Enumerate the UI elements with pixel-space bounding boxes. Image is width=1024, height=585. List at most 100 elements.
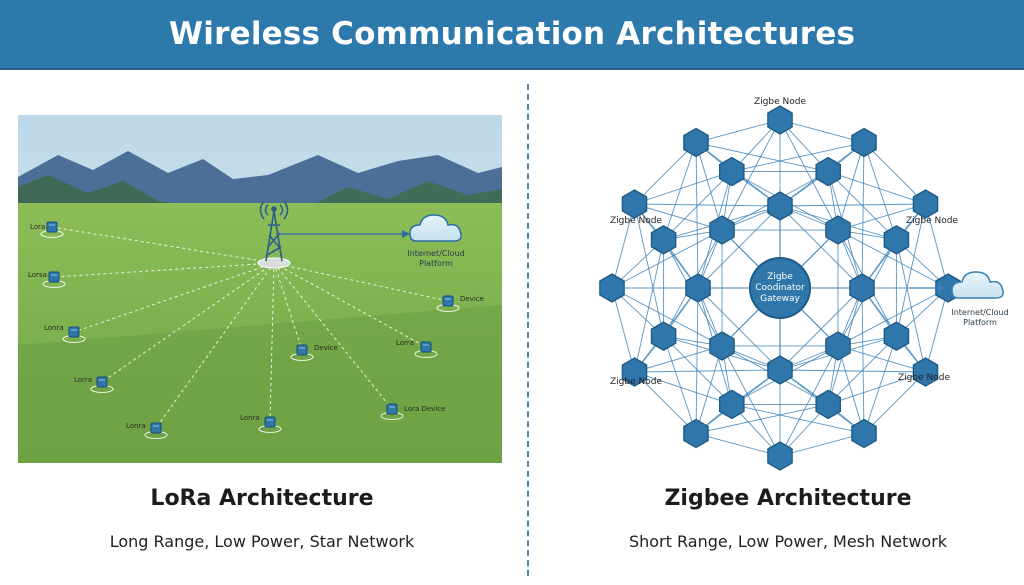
section-divider xyxy=(527,84,529,576)
mesh-link xyxy=(695,345,723,434)
zigbee-node xyxy=(883,321,910,352)
page-title: Wireless Communication Architectures xyxy=(168,16,856,52)
mesh-link xyxy=(611,287,723,347)
zigbee-node xyxy=(683,127,709,158)
zigbee-node xyxy=(815,389,841,420)
mesh-link xyxy=(779,345,839,457)
lora-cloud-label: Internet/Cloud xyxy=(407,249,464,258)
zigbee-node xyxy=(709,331,735,361)
lora-node-label: Lonra xyxy=(240,414,260,422)
lora-node: Lora Device xyxy=(380,403,445,420)
zigbee-node xyxy=(599,273,625,303)
star-link xyxy=(73,262,275,333)
mesh-link xyxy=(697,287,781,371)
mesh-link xyxy=(663,335,733,405)
star-link xyxy=(269,262,275,423)
zigbee-node xyxy=(719,156,745,187)
coordinator-label-2: Coodinator xyxy=(755,283,805,293)
mesh-link xyxy=(895,239,926,373)
zigbee-node xyxy=(767,355,793,385)
mesh-link xyxy=(731,403,865,434)
mesh-link xyxy=(863,336,897,434)
mesh-link xyxy=(721,119,781,231)
field-shade xyxy=(18,305,502,463)
mesh-link xyxy=(695,142,699,289)
zigbee-node xyxy=(767,191,793,221)
mesh-link xyxy=(695,142,723,231)
lora-node: Lonra xyxy=(126,422,168,439)
mesh-link xyxy=(695,403,829,434)
mesh-link xyxy=(925,287,949,373)
zig-label-top: Zigbe Node xyxy=(754,97,806,107)
mesh-link xyxy=(895,203,926,337)
mesh-link xyxy=(634,171,732,205)
mesh-link xyxy=(837,287,949,347)
star-link xyxy=(273,262,427,348)
zigbee-node xyxy=(815,156,841,187)
mesh-link xyxy=(634,239,665,373)
lora-node-label: Lonra xyxy=(44,324,64,332)
tower-base xyxy=(257,257,291,269)
mesh-link xyxy=(779,287,863,371)
lora-node-label: Device xyxy=(314,344,338,352)
mesh-link xyxy=(611,287,635,373)
lora-node: Lonra xyxy=(44,324,86,343)
mesh-link xyxy=(861,142,865,289)
zigbee-node xyxy=(825,331,851,361)
zigbee-node xyxy=(650,224,677,255)
lora-node-label: Device xyxy=(460,295,484,303)
mesh-link xyxy=(663,171,733,241)
zigbee-subtitle: Short Range, Low Power, Mesh Network xyxy=(628,532,948,551)
mesh-link xyxy=(634,203,781,207)
star-link xyxy=(51,226,275,264)
zigbee-node xyxy=(685,273,711,303)
mesh-link xyxy=(837,203,926,231)
lora-node-label: Lorra xyxy=(74,376,92,384)
mesh-link xyxy=(779,203,926,207)
mesh-link xyxy=(695,142,829,173)
mesh-link xyxy=(731,142,865,173)
mesh-link xyxy=(779,119,865,143)
mesh-link xyxy=(779,369,926,373)
cloud-arrow xyxy=(402,230,410,238)
mesh-link xyxy=(634,345,723,373)
zig-label-left-upper: Zigbe Node xyxy=(610,216,662,226)
zigbee-diagram: Zigbe Coodinator Gateway Internet/Cloud … xyxy=(599,97,1009,471)
mesh-link xyxy=(695,119,781,143)
mesh-link xyxy=(779,119,839,231)
mesh-link xyxy=(695,433,781,457)
mesh-link xyxy=(837,142,865,231)
coordinator-label-1: Zigbe xyxy=(767,272,793,282)
lora-node-label: Lora Device xyxy=(404,405,445,413)
coordinator-label-3: Gateway xyxy=(760,294,800,304)
lora-node-label: Lorra xyxy=(396,339,414,347)
lora-node: Lorra xyxy=(396,339,438,358)
mesh-link xyxy=(837,229,949,289)
zig-cloud-label: Internet/Cloud xyxy=(951,308,1008,317)
zigbee-node xyxy=(683,418,709,449)
zigbee-nodes xyxy=(599,105,961,471)
mesh-link xyxy=(697,205,781,289)
zigbee-node xyxy=(851,418,877,449)
mesh-link xyxy=(863,371,926,434)
mesh-link xyxy=(634,203,665,337)
zigbee-node xyxy=(912,357,939,387)
lora-node-label: Lorsa xyxy=(28,271,47,279)
mesh-link xyxy=(863,142,897,240)
lora-node: Lonra xyxy=(240,414,282,433)
zig-label-right-lower: Zigbe Node xyxy=(898,373,950,383)
lora-node-label: Lonra xyxy=(126,422,146,430)
mesh-link xyxy=(925,203,949,289)
zigbee-node xyxy=(650,321,677,352)
lora-cloud-label-2: Platform xyxy=(419,259,453,268)
zig-cloud-label-2: Platform xyxy=(963,318,997,327)
cloud-icon xyxy=(409,214,462,242)
mesh-link xyxy=(634,371,732,405)
mesh-link xyxy=(837,345,865,434)
zigbee-title: Zigbee Architecture xyxy=(664,486,912,511)
zigbee-node xyxy=(621,189,648,219)
lora-node-label: Lora xyxy=(30,223,45,231)
mesh-link xyxy=(721,345,781,457)
star-link xyxy=(273,262,393,410)
lora-node: Device xyxy=(436,295,484,312)
